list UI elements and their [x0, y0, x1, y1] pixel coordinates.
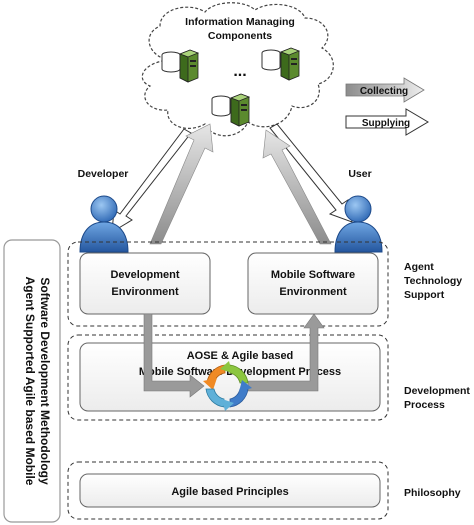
methodology-box: Agent Supported Agile based Mobile Softw…: [3, 239, 61, 523]
collecting-label: Collecting: [360, 86, 408, 97]
methodology-title-line1: Agent Supported Agile based Mobile: [23, 277, 37, 486]
developer-person-icon: [79, 195, 129, 253]
mobile-software-environment-box: Mobile Software Environment: [247, 252, 379, 315]
process-title-line1: AOSE & Agile based: [187, 350, 294, 362]
development-process-layer: [67, 334, 389, 421]
philosophy-layer-label: Philosophy: [404, 487, 461, 499]
agent-layer-label-line1: Agent: [404, 261, 434, 273]
methodology-title-line2: Software Development Methodology: [38, 277, 52, 485]
agent-technology-layer: [67, 241, 389, 327]
server-icon: [279, 47, 301, 81]
database-icon: [211, 95, 231, 117]
collecting-arrow-from-mobile: [262, 129, 332, 245]
iteration-cycle-icon: [203, 361, 252, 411]
server-icon: [229, 93, 251, 127]
mobile-environment-line2: Environment: [279, 286, 347, 298]
flow-out-of-process-arrow: [247, 313, 325, 392]
process-layer-label-line1: Development: [404, 385, 470, 397]
server-icon: [178, 49, 200, 83]
process-layer-label-line2: Process: [404, 399, 445, 411]
user-label: User: [348, 168, 371, 180]
flow-into-process-arrow: [143, 313, 205, 398]
database-icon: [261, 49, 281, 71]
cloud-ellipsis: ...: [233, 63, 246, 80]
development-environment-box: Development Environment: [79, 252, 211, 315]
information-cloud: Information Managing Components ...: [141, 2, 334, 137]
user-person-icon: [334, 195, 383, 253]
supplying-label: Supplying: [362, 118, 410, 129]
collecting-arrow-from-development: [149, 123, 214, 245]
collecting-legend-arrow: Collecting: [345, 77, 425, 103]
development-environment-line1: Development: [110, 269, 179, 281]
database-icon: [161, 51, 181, 73]
supplying-legend-arrow: Supplying: [345, 108, 429, 136]
agile-principles-box: Agile based Principles: [79, 473, 381, 508]
agent-layer-label-line3: Support: [404, 289, 445, 301]
mobile-environment-line1: Mobile Software: [271, 269, 355, 281]
cloud-title-line2: Components: [208, 30, 272, 42]
agent-layer-label-line2: Technology: [404, 275, 462, 287]
supplying-arrow-to-developer: [111, 128, 192, 233]
developer-label: Developer: [78, 168, 129, 180]
agile-principles-label: Agile based Principles: [171, 486, 288, 498]
development-environment-line2: Environment: [111, 286, 179, 298]
philosophy-layer: [67, 461, 389, 520]
cloud-title-line1: Information Managing: [185, 16, 295, 28]
